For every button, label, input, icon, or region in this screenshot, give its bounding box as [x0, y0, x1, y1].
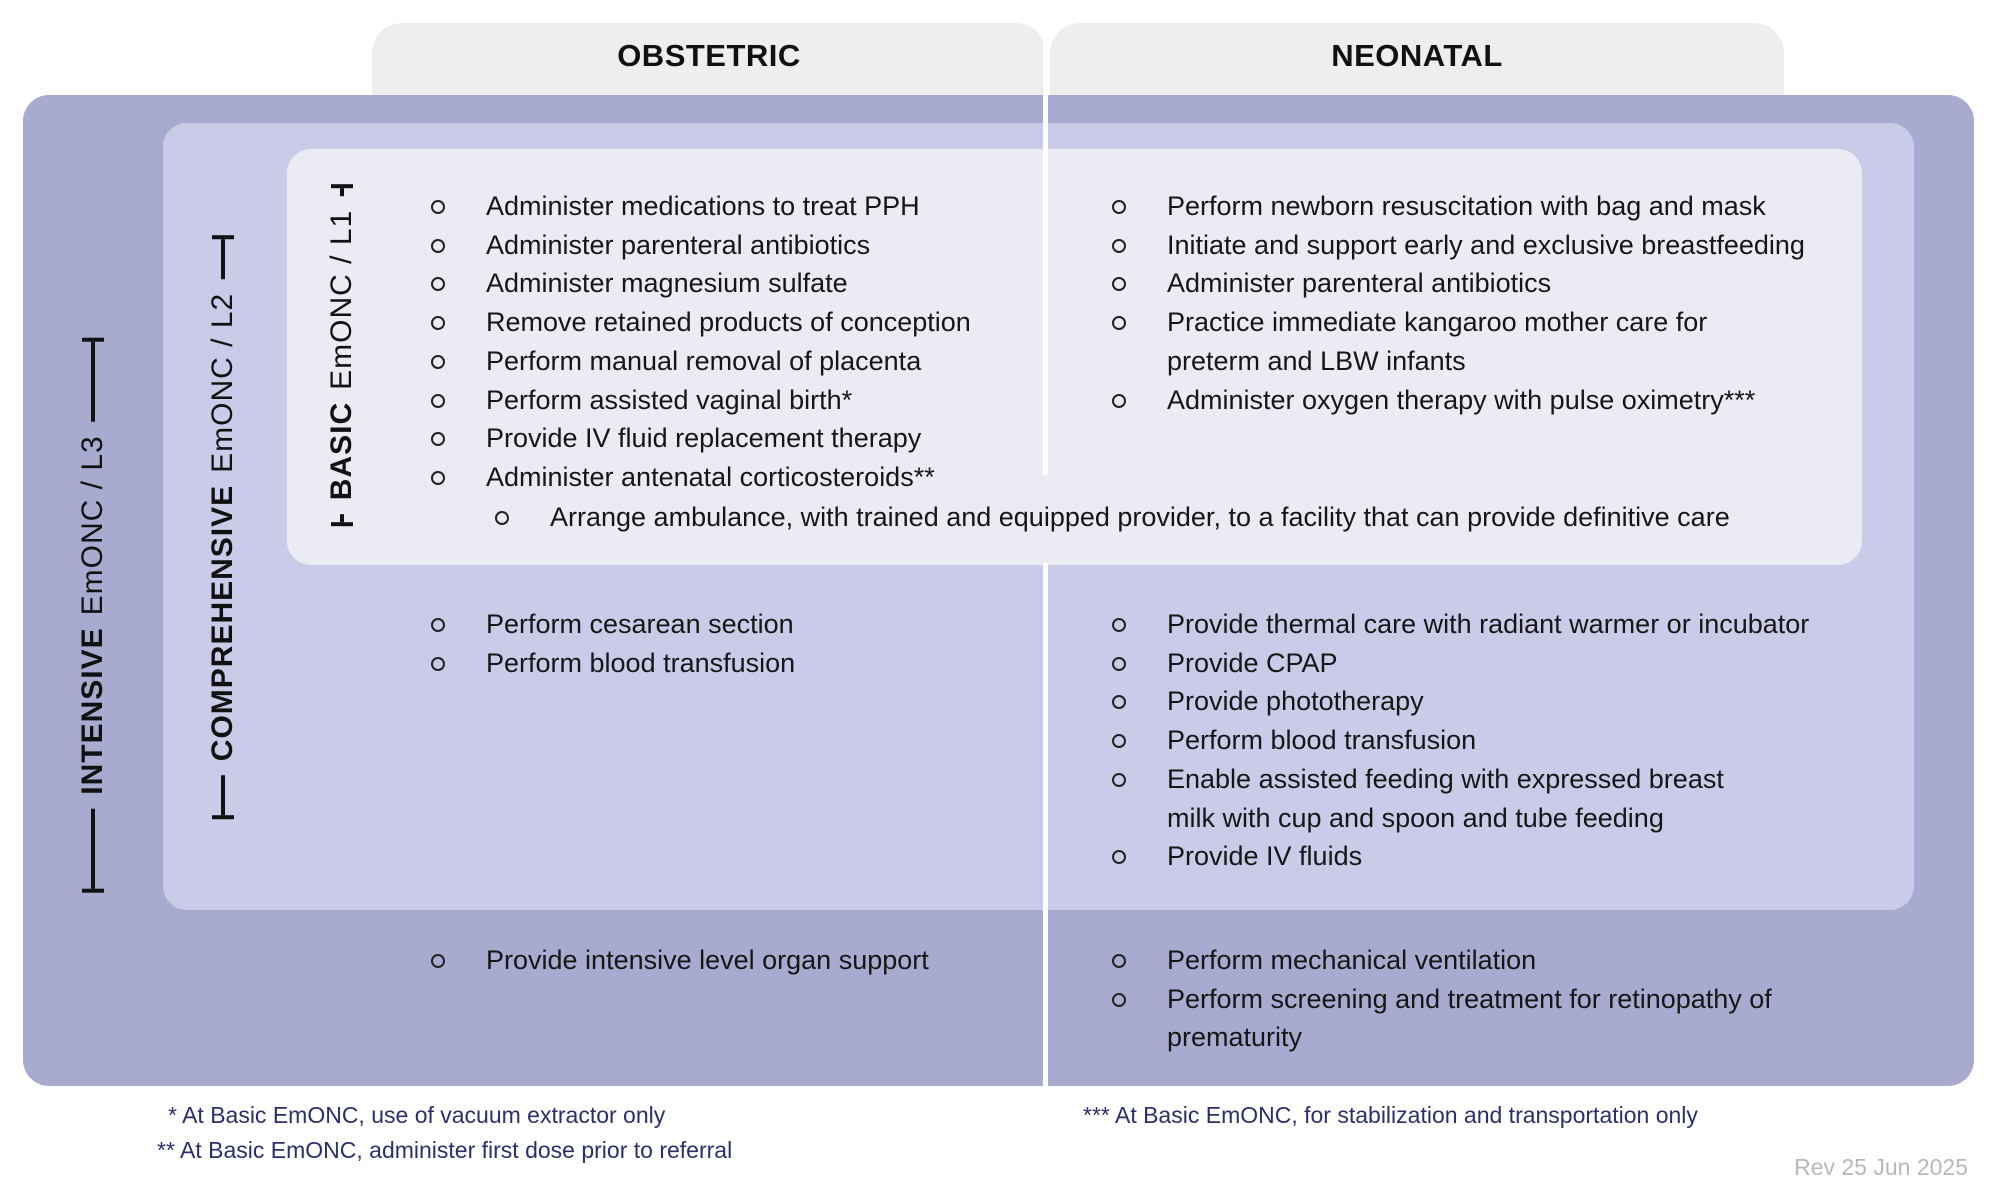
list-item: Perform assisted vaginal birth* [431, 381, 1031, 420]
list-item: Perform newborn resuscitation with bag a… [1112, 187, 1842, 226]
neonatal-header: NEONATAL [1050, 23, 1784, 99]
list-item: Arrange ambulance, with trained and equi… [495, 498, 1855, 537]
list-item: Provide IV fluids [1112, 837, 1842, 876]
revision-date: Rev 25 Jun 2025 [1794, 1154, 1968, 1180]
intensive-level-label: INTENSIVE EmONC / L3 [76, 337, 110, 893]
obstetric-header-label: OBSTETRIC [617, 38, 801, 73]
list-item: Practice immediate kangaroo mother care … [1112, 303, 1767, 380]
basic-level-box [287, 149, 1862, 565]
basic-level-label: BASIC EmONC / L1 [325, 183, 359, 527]
list-item: Provide phototherapy [1112, 682, 1842, 721]
list-item: Provide intensive level organ support [431, 941, 1031, 980]
list-item: Administer magnesium sulfate [431, 264, 1031, 303]
list-item: Perform manual removal of placenta [431, 342, 1031, 381]
column-divider-gap [1043, 475, 1048, 563]
comprehensive-obstetric-list: Perform cesarean section Perform blood t… [431, 605, 1031, 682]
list-item: Enable assisted feeding with expressed b… [1112, 760, 1767, 837]
list-item: Administer oxygen therapy with pulse oxi… [1112, 381, 1842, 420]
obstetric-header: OBSTETRIC [372, 23, 1046, 99]
list-item: Initiate and support early and exclusive… [1112, 226, 1842, 265]
intensive-level-code: EmONC / L3 [76, 435, 109, 616]
comprehensive-level-label: COMPREHENSIVE EmONC / L2 [206, 234, 240, 820]
basic-level-code: EmONC / L1 [325, 209, 358, 390]
footnote-stabilization: *** At Basic EmONC, for stabilization an… [1083, 1102, 1698, 1128]
list-item: Perform cesarean section [431, 605, 1031, 644]
list-item: Administer antenatal corticosteroids** [431, 458, 1031, 497]
basic-obstetric-list: Administer medications to treat PPH Admi… [431, 187, 1031, 497]
list-item: Perform blood transfusion [431, 644, 1031, 683]
neonatal-header-label: NEONATAL [1331, 38, 1503, 73]
list-item: Administer medications to treat PPH [431, 187, 1031, 226]
comprehensive-neonatal-list: Provide thermal care with radiant warmer… [1112, 605, 1842, 876]
list-item: Provide IV fluid replacement therapy [431, 419, 1031, 458]
list-item: Provide thermal care with radiant warmer… [1112, 605, 1842, 644]
comprehensive-level-name: COMPREHENSIVE [206, 484, 239, 762]
list-item: Administer parenteral antibiotics [431, 226, 1031, 265]
list-item: Perform mechanical ventilation [1112, 941, 1842, 980]
list-item: Provide CPAP [1112, 644, 1842, 683]
list-item: Perform blood transfusion [1112, 721, 1842, 760]
list-item: Administer parenteral antibiotics [1112, 264, 1842, 303]
basic-shared-list: Arrange ambulance, with trained and equi… [495, 498, 1855, 537]
comprehensive-level-code: EmONC / L2 [206, 292, 239, 473]
intensive-obstetric-list: Provide intensive level organ support [431, 941, 1031, 980]
intensive-neonatal-list: Perform mechanical ventilation Perform s… [1112, 941, 1842, 1057]
list-item: Remove retained products of conception [431, 303, 1031, 342]
intensive-level-name: INTENSIVE [76, 627, 109, 795]
footnote-vacuum-extractor: * At Basic EmONC, use of vacuum extracto… [168, 1102, 666, 1128]
footnote-first-dose: ** At Basic EmONC, administer first dose… [157, 1137, 733, 1163]
list-item: Perform screening and treatment for reti… [1112, 980, 1847, 1057]
basic-level-name: BASIC [325, 401, 358, 501]
basic-neonatal-list: Perform newborn resuscitation with bag a… [1112, 187, 1842, 419]
